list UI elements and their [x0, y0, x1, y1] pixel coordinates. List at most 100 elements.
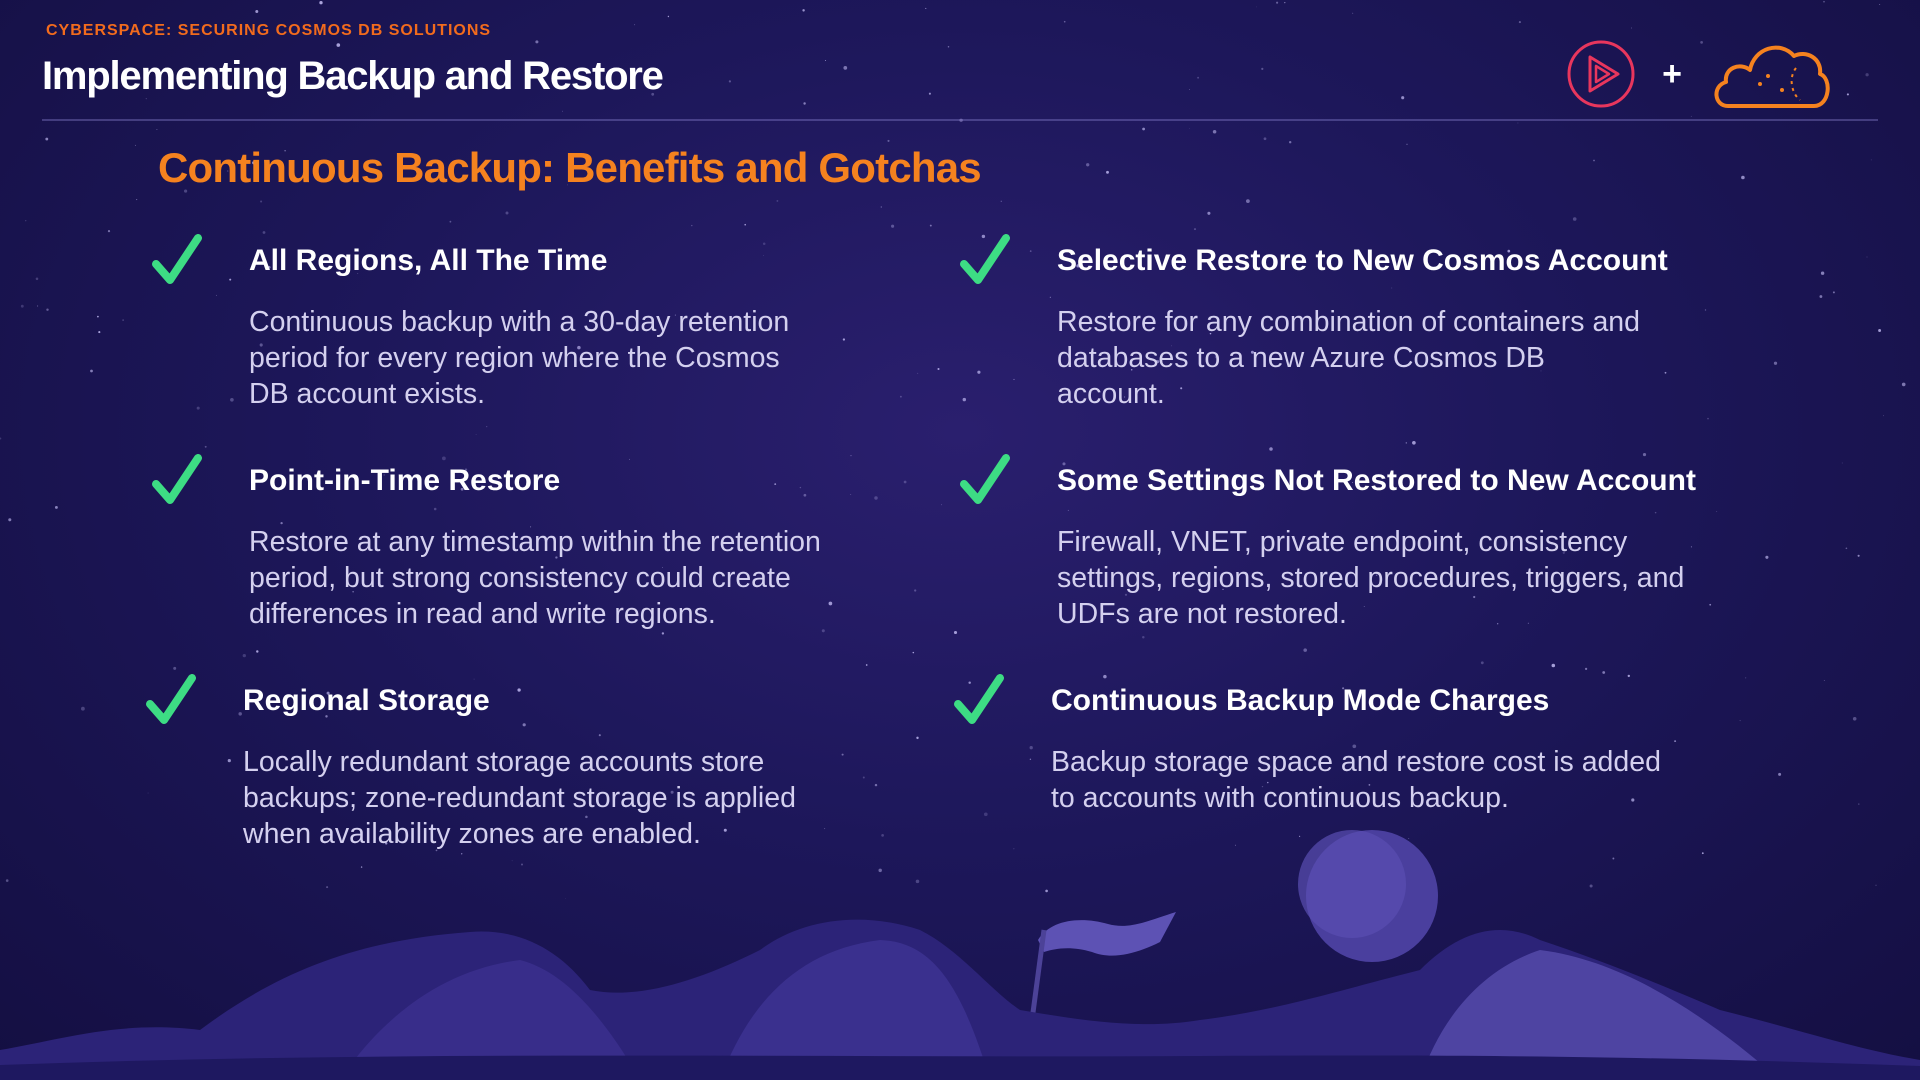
star: [865, 664, 868, 666]
star: [1207, 211, 1211, 215]
star: [661, 632, 665, 635]
star: [81, 706, 85, 711]
star: [1303, 648, 1307, 652]
star: [1000, 200, 1002, 202]
star: [1857, 554, 1860, 557]
star: [156, 128, 158, 131]
star: [1401, 96, 1405, 100]
star: [1745, 677, 1747, 679]
star: [147, 792, 149, 794]
star: [134, 144, 136, 146]
star: [1664, 371, 1667, 374]
star: [1627, 674, 1631, 678]
item-title: All Regions, All The Time: [249, 244, 608, 277]
star: [1106, 170, 1109, 174]
star: [1819, 295, 1823, 298]
star: [1778, 772, 1782, 776]
star: [1765, 555, 1769, 559]
item-title: Regional Storage: [243, 684, 490, 717]
star: [1870, 159, 1872, 161]
star: [762, 242, 766, 246]
star: [319, 1, 323, 5]
star: [1858, 803, 1860, 805]
star: [899, 395, 902, 398]
star: [1716, 511, 1718, 513]
star: [336, 43, 341, 47]
star: [728, 80, 732, 83]
star: [947, 46, 950, 48]
course-eyebrow: CYBERSPACE: SECURING COSMOS DB SOLUTIONS: [46, 22, 492, 39]
star: [45, 137, 49, 141]
star: [802, 9, 805, 12]
star: [1741, 175, 1745, 180]
star: [843, 66, 848, 70]
star: [535, 40, 539, 44]
star: [874, 783, 878, 787]
star: [1901, 382, 1906, 387]
star: [229, 278, 232, 281]
star: [929, 224, 932, 227]
star: [256, 650, 259, 653]
star: [1189, 89, 1191, 90]
star: [1879, 4, 1881, 6]
star: [925, 7, 927, 9]
star: [1878, 329, 1882, 332]
section-title: Continuous Backup: Benefits and Gotchas: [158, 144, 982, 191]
item-title: Continuous Backup Mode Charges: [1051, 684, 1550, 717]
star: [634, 24, 636, 26]
star: [215, 294, 217, 296]
star: [107, 230, 111, 233]
star: [196, 406, 200, 410]
star: [1067, 509, 1069, 511]
star: [1263, 137, 1267, 141]
star: [1406, 143, 1408, 145]
star: [977, 370, 981, 374]
star: [1405, 442, 1407, 444]
star: [1246, 199, 1250, 203]
item-title: Selective Restore to New Cosmos Account: [1057, 244, 1668, 277]
star: [850, 455, 852, 457]
star: [0, 437, 2, 440]
star: [1063, 20, 1066, 23]
star: [122, 319, 124, 321]
star: [136, 199, 138, 201]
star: [1572, 217, 1577, 221]
star: [776, 199, 779, 202]
star: [1654, 511, 1657, 514]
star: [1261, 67, 1264, 70]
star: [841, 753, 844, 756]
star: [1142, 635, 1145, 639]
star: [1352, 12, 1354, 14]
star: [517, 688, 521, 692]
star: [903, 480, 907, 484]
check-icon: [960, 454, 1010, 504]
star: [486, 426, 488, 428]
check-icon: [152, 454, 202, 504]
play-logo-icon: [1567, 40, 1635, 108]
star: [887, 139, 890, 142]
check-icon: [954, 674, 1004, 724]
star: [1883, 415, 1885, 417]
star: [962, 397, 967, 402]
star: [763, 255, 764, 256]
item-description: Locally redundant storage accounts store…: [243, 746, 796, 850]
star: [1103, 674, 1107, 679]
star: [1773, 361, 1778, 365]
star: [880, 206, 882, 208]
star: [522, 723, 526, 727]
star: [1631, 27, 1632, 29]
star: [1852, 717, 1857, 721]
star: [25, 220, 27, 222]
star: [1189, 127, 1190, 129]
star: [1284, 1, 1286, 4]
star: [260, 200, 263, 203]
star: [862, 776, 865, 779]
star: [1642, 453, 1647, 457]
star: [1256, 6, 1257, 8]
star: [1197, 76, 1200, 79]
star: [473, 678, 475, 680]
star: [850, 494, 852, 495]
star: [1841, 462, 1843, 464]
star: [97, 315, 99, 318]
star: [874, 496, 878, 500]
